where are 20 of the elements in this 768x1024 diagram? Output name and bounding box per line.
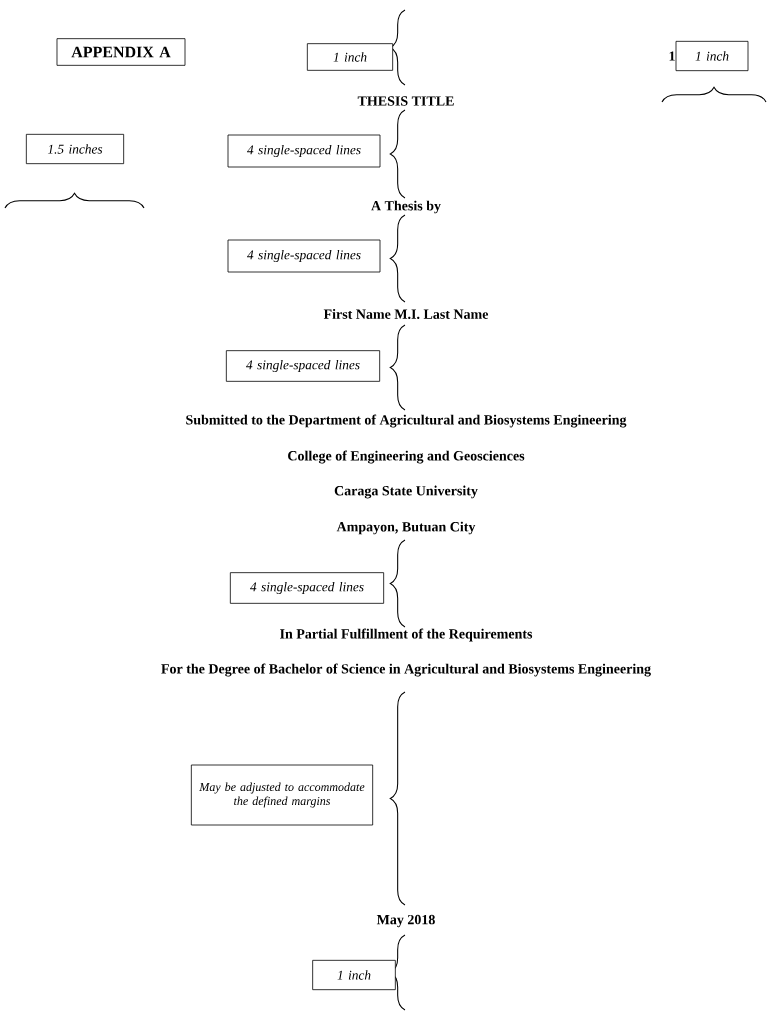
- title-line: In Partial Fulfillment of the Requirements: [280, 628, 533, 642]
- title-line: Submitted to the Department of Agricultural and Biosystems Engineering: [186, 414, 627, 428]
- callout-box: 4 single-spaced lines: [225, 350, 381, 382]
- title-line: THESIS TITLE: [357, 96, 454, 106]
- callout-box: 1 inch: [306, 43, 394, 71]
- callout-box: 1 inch: [675, 40, 749, 72]
- title-line: A Thesis by: [371, 200, 441, 214]
- callout-box: 1 inch: [312, 959, 396, 991]
- heading-box: APPENDIX A: [56, 38, 186, 66]
- callout-box: 4 single-spaced lines: [227, 134, 381, 168]
- callout-box: 4 single-spaced lines: [229, 572, 385, 604]
- title-line: First Name M.I. Last Name: [323, 309, 489, 319]
- callout-box: 1.5 inches: [25, 133, 125, 165]
- callout-box: May be adjusted to accommodate the defined margins: [190, 764, 374, 826]
- title-line: Ampayon, Butuan City: [336, 521, 476, 535]
- title-line: Caraga State University: [334, 485, 478, 499]
- callout-box: 4 single-spaced lines: [227, 239, 381, 273]
- title-line: College of Engineering and Geosciences: [288, 450, 525, 464]
- title-line: May 2018: [376, 914, 435, 928]
- title-line: For the Degree of Bachelor of Science in Agricultural and Biosystems Engineering: [161, 663, 651, 677]
